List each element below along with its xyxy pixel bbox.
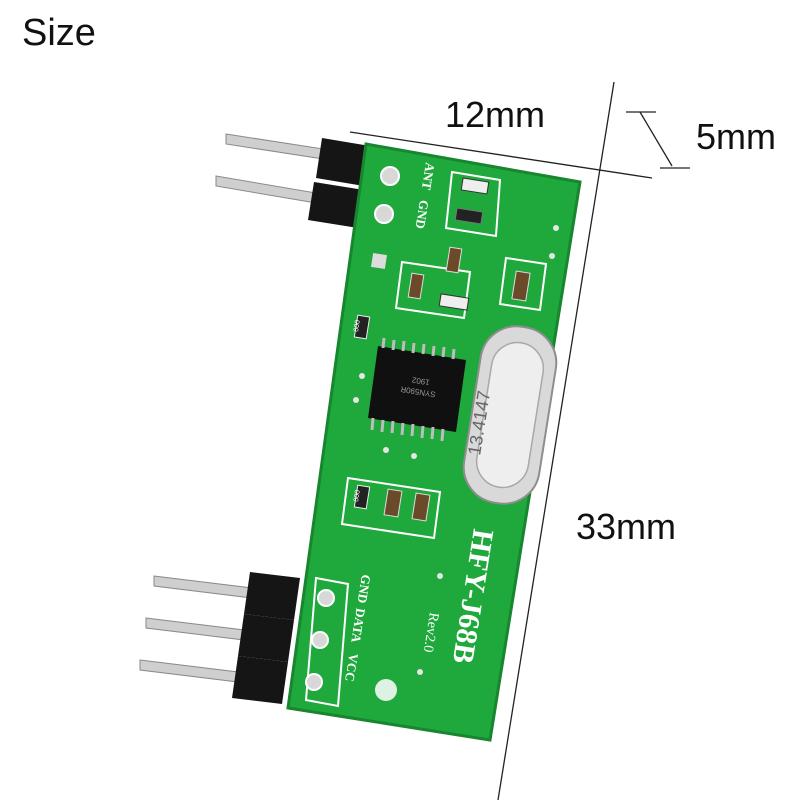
top-pin-1	[225, 133, 331, 161]
thickness-dimension-label: 5mm	[696, 116, 776, 157]
solder-pad-gnd-bottom	[317, 589, 335, 607]
label-gnd-top: GND	[413, 199, 432, 230]
top-header-block-2	[308, 182, 364, 228]
height-dimension-line	[497, 81, 615, 800]
width-dimension-label: 12mm	[445, 94, 546, 135]
top-pin-2	[215, 175, 323, 205]
test-pad	[370, 252, 388, 270]
smd-inductor-4	[383, 488, 403, 518]
dimension-lines	[349, 81, 690, 800]
bottom-pin-1	[153, 575, 253, 599]
page-title: Size	[22, 12, 96, 54]
silk-box-3	[498, 256, 548, 312]
revision-label: Rev2.0	[420, 611, 441, 653]
top-header-block-1	[316, 138, 370, 186]
smd-capacitor-1	[460, 177, 490, 195]
chip-label-line-2: 1902	[411, 375, 431, 387]
bottom-header-block-2	[238, 614, 294, 662]
smd-inductor-2	[407, 272, 425, 300]
width-dimension-line	[349, 131, 653, 179]
bottom-header-block-3	[232, 656, 288, 704]
ic-body	[368, 346, 466, 432]
smd-component-2	[454, 207, 484, 225]
silk-box-4	[340, 476, 442, 540]
thickness-dimension-line	[639, 111, 673, 167]
silk-box-1	[444, 170, 502, 238]
smd-inductor-1	[445, 246, 463, 274]
smd-inductor-5	[411, 492, 431, 522]
top-header	[215, 133, 370, 228]
label-gnd-bottom: GND	[355, 574, 374, 605]
bottom-pin-2	[145, 617, 245, 641]
resistor-label-2: 000	[353, 490, 362, 503]
smd-inductor-3	[511, 270, 531, 302]
via-holes	[353, 225, 559, 675]
crystal-top	[475, 341, 545, 489]
smd-capacitor-3	[438, 293, 470, 311]
solder-pad-gnd-top	[374, 204, 394, 224]
label-data: DATA	[348, 607, 368, 644]
smd-components	[353, 177, 531, 522]
fiducial-mark	[375, 679, 397, 701]
solder-pad-ant	[380, 166, 400, 186]
smd-resistor-2	[353, 484, 371, 510]
silk-bottom-pins: GND DATA VCC	[342, 574, 374, 683]
label-ant: ANT	[419, 162, 438, 192]
smd-resistor-1	[353, 314, 371, 340]
pcb-board	[286, 142, 582, 742]
solder-pad-data	[311, 631, 329, 649]
height-dimension-label: 33mm	[576, 506, 677, 547]
bottom-header	[139, 572, 300, 704]
bottom-pin-3	[139, 659, 239, 683]
silk-top-pins: ANT GND	[413, 162, 438, 230]
bottom-header-block-1	[244, 572, 300, 620]
crystal-oscillator	[462, 325, 558, 505]
resistor-label-1: 000	[353, 320, 362, 333]
label-vcc: VCC	[342, 653, 361, 683]
ic-chip	[368, 337, 466, 442]
solder-pad-vcc	[305, 673, 323, 691]
silk-box-pins	[304, 576, 350, 708]
